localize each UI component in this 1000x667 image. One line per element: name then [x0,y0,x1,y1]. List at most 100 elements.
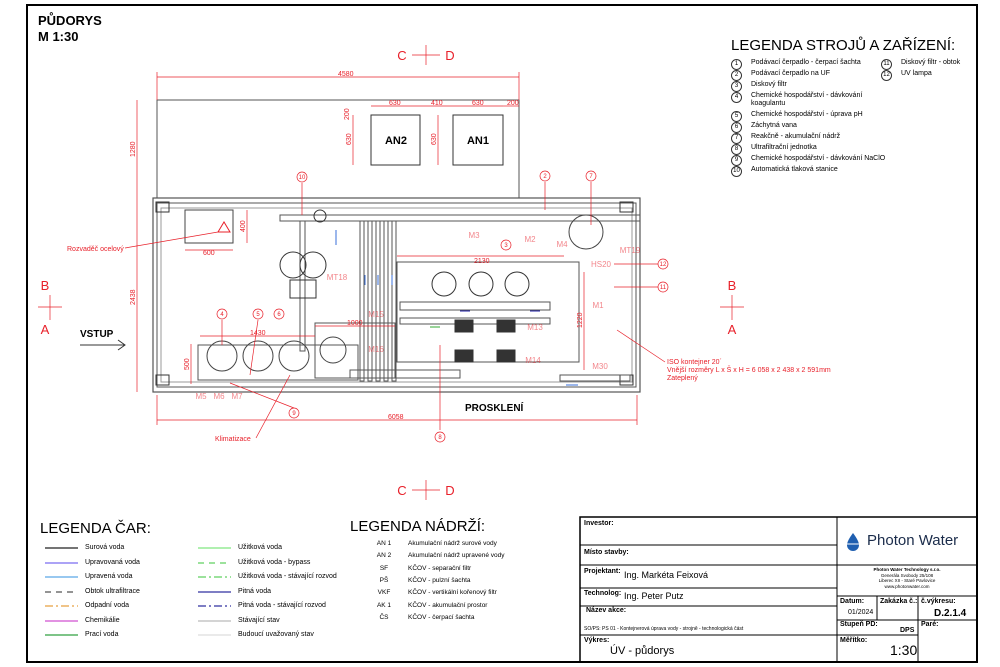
equipment-legend-item: 2 Podávací čerpadlo na UF [731,70,830,81]
company-street: Generála Svobody 25/108 [880,572,934,578]
equipment-legend-item: 10 Automatická tlaková stanice [731,166,838,177]
callout-11: 11 [660,285,667,291]
callout-10: 10 [299,175,306,181]
container-annotation: Zateplený [667,375,698,382]
line-legend-item: Obtok ultrafiltrace [45,588,140,596]
line-legend-item: Užitková voda [198,544,282,552]
item-number: 10 [731,166,742,177]
line-legend-item: Stávající stav [198,617,280,625]
callout-3: 3 [504,243,508,249]
section-c-label: C [397,483,406,498]
drawing-frame [26,4,978,663]
line-legend-item: Prací voda [45,631,118,639]
photon-water-logo-icon [847,533,859,551]
section-a-label: A [728,322,737,337]
line-label: Stávající stav [238,616,280,624]
dim-text: 630 [389,100,401,107]
company-name: Photon Water Technology s.r.o. [873,567,941,572]
equipment-legend-title: LEGENDA STROJŮ A ZAŘÍZENÍ: [731,37,956,54]
line-label: Pitná voda [238,587,272,595]
item-label: Chemické hospodářství - úprava pH [751,111,863,118]
line-legend-item: Užitková voda - stávající rozvod [198,573,337,581]
dim-text: 630 [472,100,484,107]
scale-value: 1:30 [890,642,918,658]
dim-text: 200 [344,108,351,120]
title-block-grid [579,516,978,663]
item-number: 7 [731,133,742,144]
designer-value: Ing. Markéta Feixová [624,570,709,580]
line-sample-icon [45,590,78,593]
item-label: Automatická tlaková stanice [751,166,838,173]
item-number: 4 [731,92,742,103]
flow-arrows [335,230,578,386]
container-annotation: Vnější rozměry L x Š x H = 6 058 x 2 438… [667,365,831,374]
motor-label: M5 [195,392,207,401]
line-legend-item: Pitná voda - stávající rozvod [198,602,326,610]
line-label: Prací voda [85,631,119,638]
tank-description: KČOV - vertikální kořenový filtr [408,589,497,597]
tank-code: VKF [377,589,391,597]
tank-description: KČOV - čerpací šachta [408,613,475,621]
tank-code: PŠ [379,576,389,584]
company-city: Liberec XII - Staré Pavlovice [878,578,936,583]
tank-description: KČOV - pulzní šachta [408,576,471,584]
line-legend-item: Odpadní voda [45,602,129,610]
motor-label: M15 [368,310,384,319]
dim-text: 200 [507,100,519,107]
date-label: Datum: [840,598,865,605]
callout-9: 9 [292,411,296,417]
motor-label: M4 [556,240,568,249]
motor-label: M16 [368,345,384,354]
site-label: Místo stavby: [584,549,629,556]
item-label: Reakčně - akumulační nádrž [751,133,841,140]
item-label: Podávací čerpadlo na UF [751,70,830,77]
motor-label: M13 [527,323,543,332]
ac-annotation: Klimatizace [215,436,251,443]
item-number: 6 [731,122,742,133]
technologist-label: Technolog: [584,590,622,597]
tank-an2-label: AN2 [385,135,407,147]
copy-label: Paré: [921,621,939,628]
dim-text: 600 [203,250,215,257]
equipment-legend-item: 6 Záchytná vana [731,122,797,133]
dim-text: 2438 [130,289,137,305]
line-label: Chemikálie [85,616,120,624]
dim-text: 500 [184,358,191,370]
dim-4580: 4580 [338,71,354,78]
dim-text: 2130 [474,258,490,265]
chemical-tanks [206,214,604,372]
motor-label: HS20 [591,260,612,269]
item-number: 2 [731,70,742,81]
line-label: Užitková voda - bypass [238,558,311,566]
line-legend-item: Upravovaná voda [45,559,140,567]
callout-7: 7 [589,174,593,180]
line-sample-icon [45,576,78,578]
dim-text: 1220 [577,312,584,328]
technologist-value: Ing. Peter Putz [624,591,684,601]
item-label: Záchytná vana [751,122,797,129]
dim-text: 1430 [250,330,266,337]
dim-text: 410 [431,100,443,107]
container-outline [152,197,641,393]
item-label: Chemické hospodářství - dávkování NaClO [751,155,886,162]
investor-label: Investor: [584,520,614,527]
page-scale: M 1:30 [38,29,79,44]
company-web: www.photonwater.com [884,583,930,589]
line-label: Pitná voda - stávající rozvod [238,602,326,609]
switchboard [184,209,234,244]
section-b-label: B [728,278,737,293]
line-label: Užitková voda [238,544,282,551]
line-legend-item: Pitná voda [198,588,271,596]
line-legend-item: Upravená voda [45,573,132,581]
line-sample-icon [45,547,78,549]
section-a-label: A [41,322,50,337]
callout-4: 4 [220,312,224,318]
tank-an2 [370,114,421,166]
motor-label: M1 [592,301,604,310]
tank-description: KČOV - akumulační prostor [408,601,488,609]
item-number: 8 [731,144,742,155]
callout-6: 6 [277,312,281,318]
